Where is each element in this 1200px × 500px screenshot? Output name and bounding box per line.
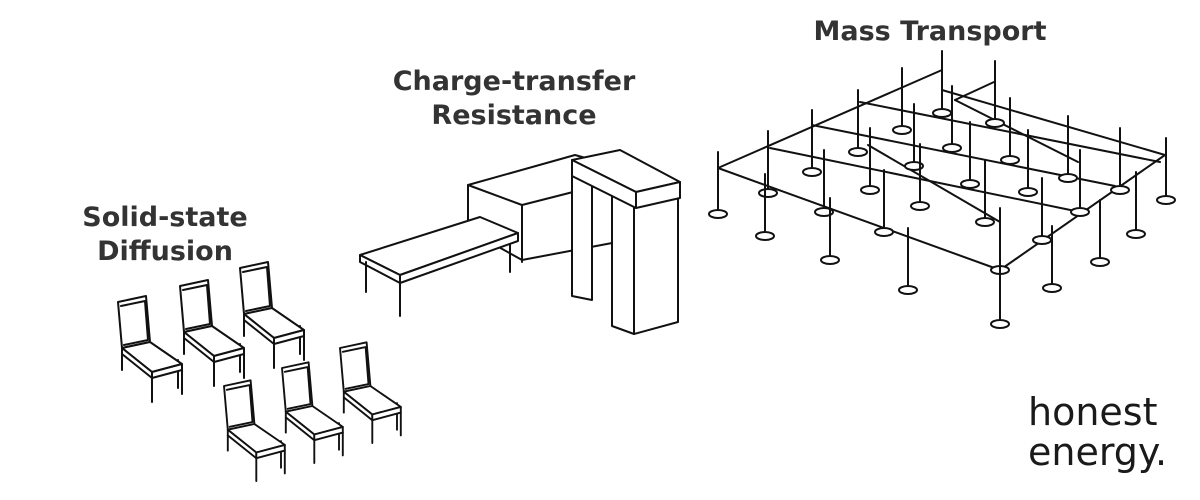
charge-transfer-label-line2: Resistance (431, 100, 597, 131)
logo-line2: energy. (1028, 430, 1168, 474)
rope-line (769, 147, 1081, 213)
chair-icon (179, 279, 245, 387)
chair-icon (223, 379, 286, 482)
rope-line (717, 69, 943, 215)
rope-line (954, 99, 1079, 163)
mass-transport-label: Mass Transport (813, 16, 1047, 47)
stanchion-group (708, 50, 1176, 329)
chair-icon (117, 295, 183, 403)
honest-energy-logo: honest energy. (1028, 392, 1167, 472)
chair-icon (281, 361, 344, 464)
chair-icon (239, 261, 305, 369)
rope-line (954, 81, 995, 101)
checkpoint-group (359, 149, 681, 335)
logo-line1: honest (1028, 390, 1158, 434)
chairs-group (117, 261, 402, 482)
security-gate-icon (571, 149, 681, 335)
charge-transfer-label-line1: Charge-transfer (392, 66, 636, 97)
solid-state-diffusion-label: Solid-state Diffusion (82, 202, 248, 267)
chair-icon (339, 341, 402, 444)
charge-transfer-label: Charge-transfer Resistance (380, 65, 648, 133)
rope-line (867, 144, 1001, 223)
